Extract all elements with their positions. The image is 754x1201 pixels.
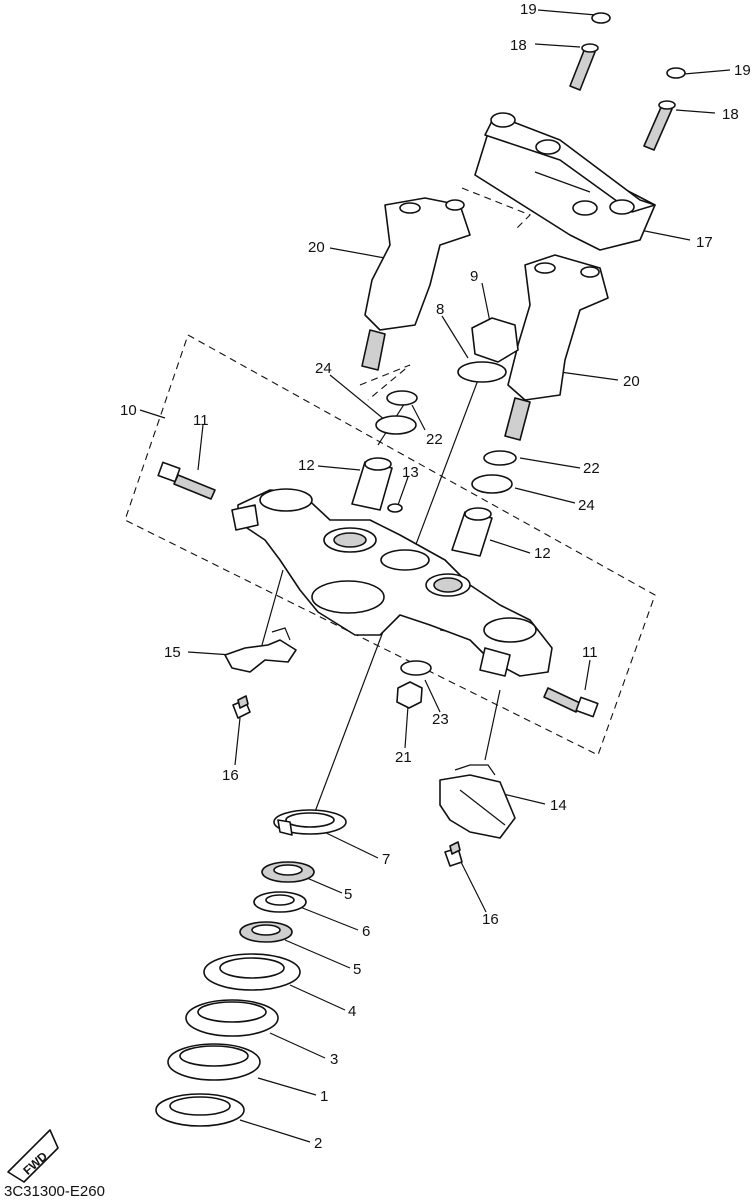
bracket-14 — [439, 764, 516, 839]
callout-21: 21 — [395, 749, 412, 766]
callout-19-right: 19 — [734, 62, 751, 79]
callout-15: 15 — [164, 644, 181, 661]
bolt-16-right — [444, 841, 463, 867]
cap-19-right — [666, 67, 686, 79]
cap-19-left — [591, 12, 611, 24]
fwd-arrow-icon: FWD — [7, 1129, 59, 1183]
washer-22-upper — [386, 390, 418, 406]
washer-8 — [457, 361, 507, 383]
callout-20-left: 20 — [308, 239, 325, 256]
callout-11-left: 11 — [193, 412, 209, 429]
callout-24-lower: 24 — [578, 497, 595, 514]
callout-2: 2 — [314, 1135, 322, 1152]
callout-14: 14 — [550, 797, 567, 814]
handlebar-right — [504, 254, 609, 441]
callout-6: 6 — [362, 923, 370, 940]
callout-1: 1 — [320, 1088, 328, 1105]
callout-23: 23 — [432, 711, 449, 728]
callout-11-right: 11 — [582, 644, 598, 661]
callout-3: 3 — [330, 1051, 338, 1068]
nut-9 — [471, 317, 519, 363]
leader-lines — [139, 9, 731, 1143]
callout-5-lower: 5 — [353, 961, 361, 978]
bolt-16-left — [232, 695, 251, 719]
callout-9: 9 — [470, 268, 478, 285]
diagram-code: 3C31300-E260 — [4, 1183, 105, 1200]
bolt-11-left — [157, 461, 216, 500]
callout-12-left: 12 — [298, 457, 315, 474]
ring-24-lower — [471, 474, 513, 494]
collar-13 — [387, 503, 403, 513]
handlebar-left — [361, 197, 471, 371]
callout-16-left: 16 — [222, 767, 239, 784]
bolt-18-right — [643, 100, 676, 151]
callout-16-right: 16 — [482, 911, 499, 928]
callout-22-upper: 22 — [426, 431, 443, 448]
callout-12-right: 12 — [534, 545, 551, 562]
callout-18-top: 18 — [510, 37, 527, 54]
crown-bracket — [231, 488, 553, 677]
assembly-group-outline — [124, 334, 656, 756]
bearing-race-2 — [155, 1093, 245, 1127]
washer-22-lower — [483, 450, 517, 466]
callout-8: 8 — [436, 301, 444, 318]
washer-6 — [253, 891, 307, 913]
washer-7 — [273, 809, 347, 836]
bearing-race-4 — [203, 953, 301, 991]
callout-labels: 19 18 19 18 17 20 9 8 20 24 22 10 11 12 … — [120, 1, 751, 1152]
nut-21 — [396, 681, 423, 709]
callout-22-lower: 22 — [583, 460, 600, 477]
bearing-1 — [167, 1043, 261, 1081]
bracket-15 — [224, 627, 297, 673]
ring-nut-5-lower — [239, 921, 293, 943]
damper-12-right — [451, 507, 493, 557]
bearing-3 — [185, 999, 279, 1037]
callout-17: 17 — [696, 234, 713, 251]
bolt-11-right — [543, 687, 599, 718]
damper-12-left — [351, 457, 393, 511]
washer-23 — [400, 660, 432, 676]
callout-5-upper: 5 — [344, 886, 352, 903]
upper-handlebar-holder — [474, 112, 656, 251]
callout-18-right: 18 — [722, 106, 739, 123]
callout-20-right: 20 — [623, 373, 640, 390]
ring-nut-5-upper — [261, 861, 315, 883]
bolt-18-left — [569, 43, 599, 91]
ring-24-upper — [375, 415, 417, 435]
callout-19-top: 19 — [520, 1, 537, 18]
callout-10: 10 — [120, 402, 137, 419]
callout-7: 7 — [382, 851, 390, 868]
callout-24-upper: 24 — [315, 360, 332, 377]
callout-13: 13 — [402, 464, 419, 481]
callout-4: 4 — [348, 1003, 356, 1020]
